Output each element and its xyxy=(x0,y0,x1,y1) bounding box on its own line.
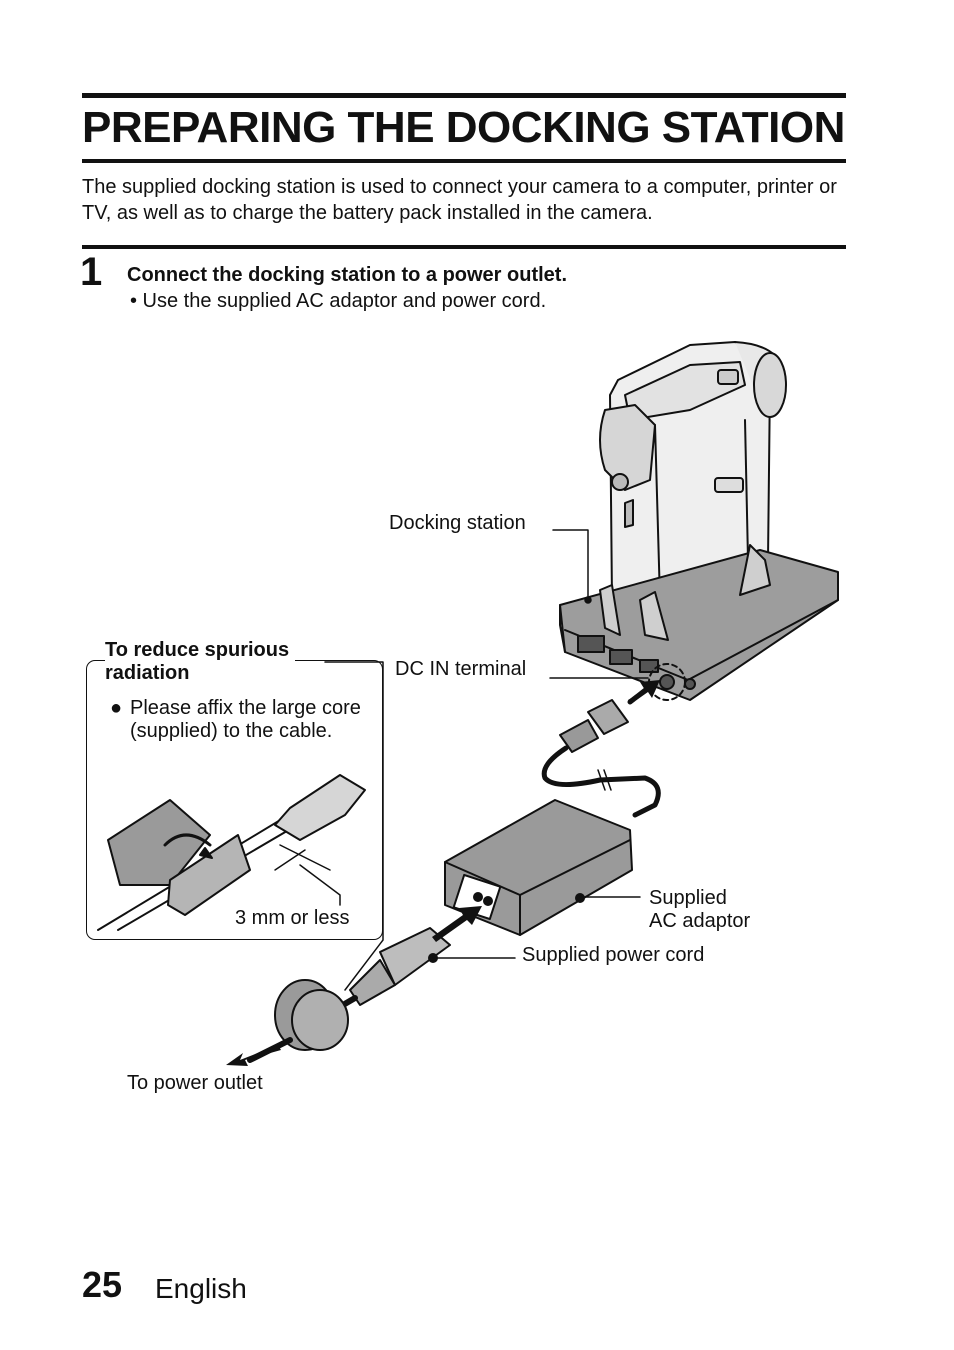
camera-illustration xyxy=(599,341,787,621)
connection-arrows xyxy=(226,680,660,1066)
core-distance-label: 3 mm or less xyxy=(235,907,350,929)
power-cord xyxy=(247,927,451,1063)
power-outlet-label: To power outlet xyxy=(127,1072,263,1094)
page-title: PREPARING THE DOCKING STATION xyxy=(82,103,845,152)
dc-plug xyxy=(541,685,661,818)
docking-station-base xyxy=(559,544,839,701)
step-heading: Connect the docking station to a power o… xyxy=(127,264,568,286)
page-language: English xyxy=(155,1273,247,1304)
note-title-line1: To reduce spurious xyxy=(105,639,290,661)
ac-adaptor xyxy=(444,799,633,936)
title-bottom-rule xyxy=(82,159,846,163)
step-number: 1 xyxy=(80,250,103,294)
page-number: 25 xyxy=(82,1264,123,1305)
note-bullet-icon: ● xyxy=(110,697,123,719)
ac-adaptor-label-line1: Supplied xyxy=(649,887,727,909)
step-bullet: • Use the supplied AC adaptor and power … xyxy=(130,290,547,312)
power-cord-label: Supplied power cord xyxy=(522,944,705,966)
note-title-line2: radiation xyxy=(105,662,190,684)
step-rule xyxy=(82,245,846,249)
note-title: To reduce spurious radiation xyxy=(105,639,296,685)
title-top-rule xyxy=(82,93,846,98)
note-text: Please affix the large core (supplied) t… xyxy=(130,697,361,742)
intro-paragraph: The supplied docking station is used to … xyxy=(82,176,837,224)
docking-station-label: Docking station xyxy=(389,512,526,534)
leader-lines xyxy=(324,529,649,991)
dc-in-terminal-label: DC IN terminal xyxy=(395,658,527,680)
core-inset xyxy=(97,774,366,931)
ac-adaptor-label-line2: AC adaptor xyxy=(649,910,751,932)
